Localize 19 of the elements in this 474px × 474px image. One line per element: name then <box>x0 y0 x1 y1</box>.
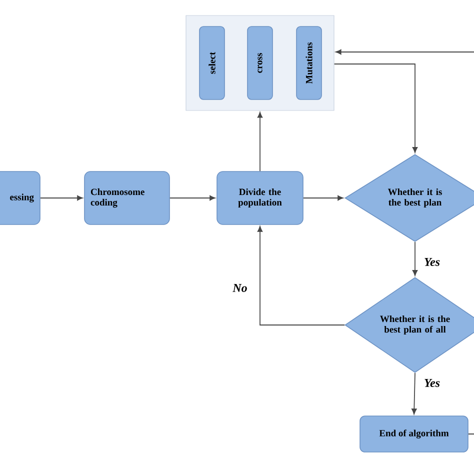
arrow <box>257 226 346 326</box>
arrow <box>40 195 83 201</box>
process-box: Divide the population <box>216 171 304 225</box>
edge-label: Yes <box>423 378 441 388</box>
arrow <box>412 372 417 414</box>
edge-label: Yes <box>423 257 441 267</box>
arrow <box>334 64 418 153</box>
arrow <box>257 112 263 172</box>
arrow <box>412 242 418 276</box>
arrow <box>336 49 474 55</box>
process-box: Chromosome coding <box>84 171 170 225</box>
edge-label: No <box>232 283 248 293</box>
step-box: cross <box>247 26 273 100</box>
step-box: Mutations <box>296 26 322 100</box>
process-box: essing <box>0 171 40 225</box>
arrow <box>169 195 216 201</box>
arrow <box>302 195 344 201</box>
step-box: select <box>199 26 225 100</box>
process-box: End of algorithm <box>360 416 468 452</box>
